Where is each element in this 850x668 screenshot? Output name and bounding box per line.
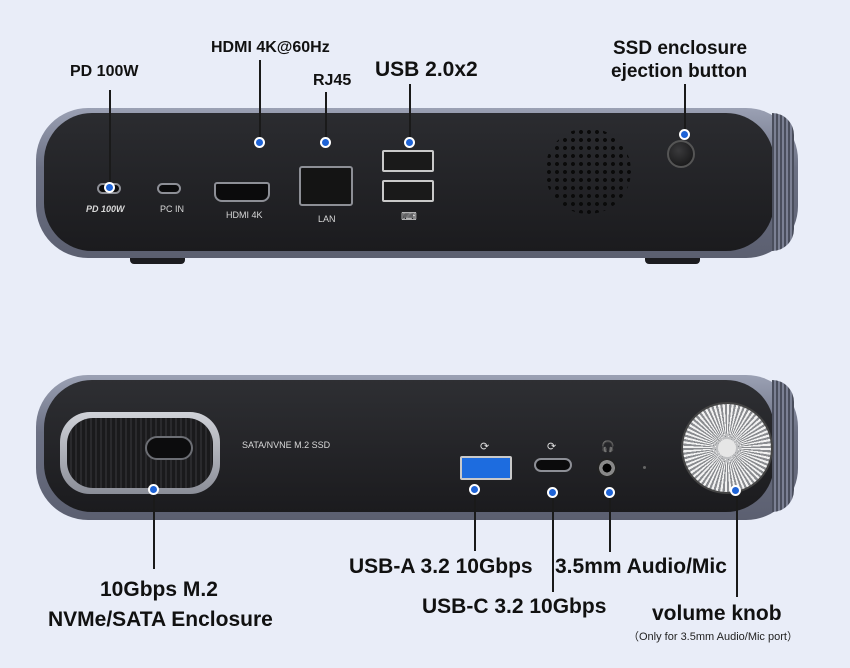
usb-c-pc-in-port [157,183,181,194]
callout-dot [104,182,115,193]
cooling-fins [772,380,794,512]
usb-a-port-2 [382,180,434,202]
callout-line [325,92,327,142]
rj45-port [299,166,353,206]
enclosure-label-line1: 10Gbps M.2 [100,578,218,601]
callout-dot [404,137,415,148]
callout-line [684,84,686,134]
callout-line [259,60,261,142]
lan-port-label: LAN [318,214,336,224]
ssd-enclosure-slider [145,436,193,460]
usb-c-3-2-port [534,458,572,472]
callout-line [474,489,476,551]
pc-in-label: PC IN [160,204,185,214]
callout-line [409,84,411,142]
callout-line [736,494,738,597]
audio-label: 3.5mm Audio/Mic [555,555,727,578]
callout-dot [469,484,480,495]
callout-line [109,90,111,183]
usb-speed-icon: ⟳ [547,441,557,453]
callout-line [153,489,155,569]
usb-c-label: USB-C 3.2 10Gbps [422,595,607,618]
callout-dot [730,485,741,496]
hdmi-label: HDMI 4K@60Hz [211,39,330,56]
rubber-foot [130,258,185,264]
cooling-fins [772,113,794,251]
callout-dot [148,484,159,495]
usb-2-label: USB 2.0x2 [375,58,478,81]
ssd-text: SATA/NVNE M.2 SSD [242,440,331,450]
hdmi-port [214,182,270,202]
volume-knob-note: （Only for 3.5mm Audio/Mic port） [628,631,798,643]
callout-dot [254,137,265,148]
callout-line [609,492,611,552]
led-indicator [643,466,646,469]
headset-icon: 🎧 [601,441,615,453]
usb-a-label: USB-A 3.2 10Gbps [349,555,533,578]
ssd-eject-label-line2: ejection button [611,61,748,82]
pd-100w-label: PD 100W [70,63,139,80]
hdmi-port-label: HDMI 4K [226,210,263,220]
pd-port-label: PD 100W [86,204,125,214]
usb-a-3-2-port [460,456,512,480]
callout-dot [547,487,558,498]
volume-knob [681,402,773,494]
callout-dot [679,129,690,140]
enclosure-label-line2: NVMe/SATA Enclosure [48,608,273,631]
keyboard-icon: ⌨ [401,211,417,223]
usb-a-port-1 [382,150,434,172]
speaker-grille [545,128,631,214]
rubber-foot [645,258,700,264]
callout-line [552,492,554,592]
callout-dot [320,137,331,148]
callout-dot [604,487,615,498]
ssd-eject-button [667,140,695,168]
usb-speed-icon: ⟳ [480,441,490,453]
audio-jack [597,458,617,478]
volume-knob-label: volume knob [652,602,782,625]
ssd-eject-label-line1: SSD enclosure [613,38,748,59]
rj45-label: RJ45 [313,72,352,89]
